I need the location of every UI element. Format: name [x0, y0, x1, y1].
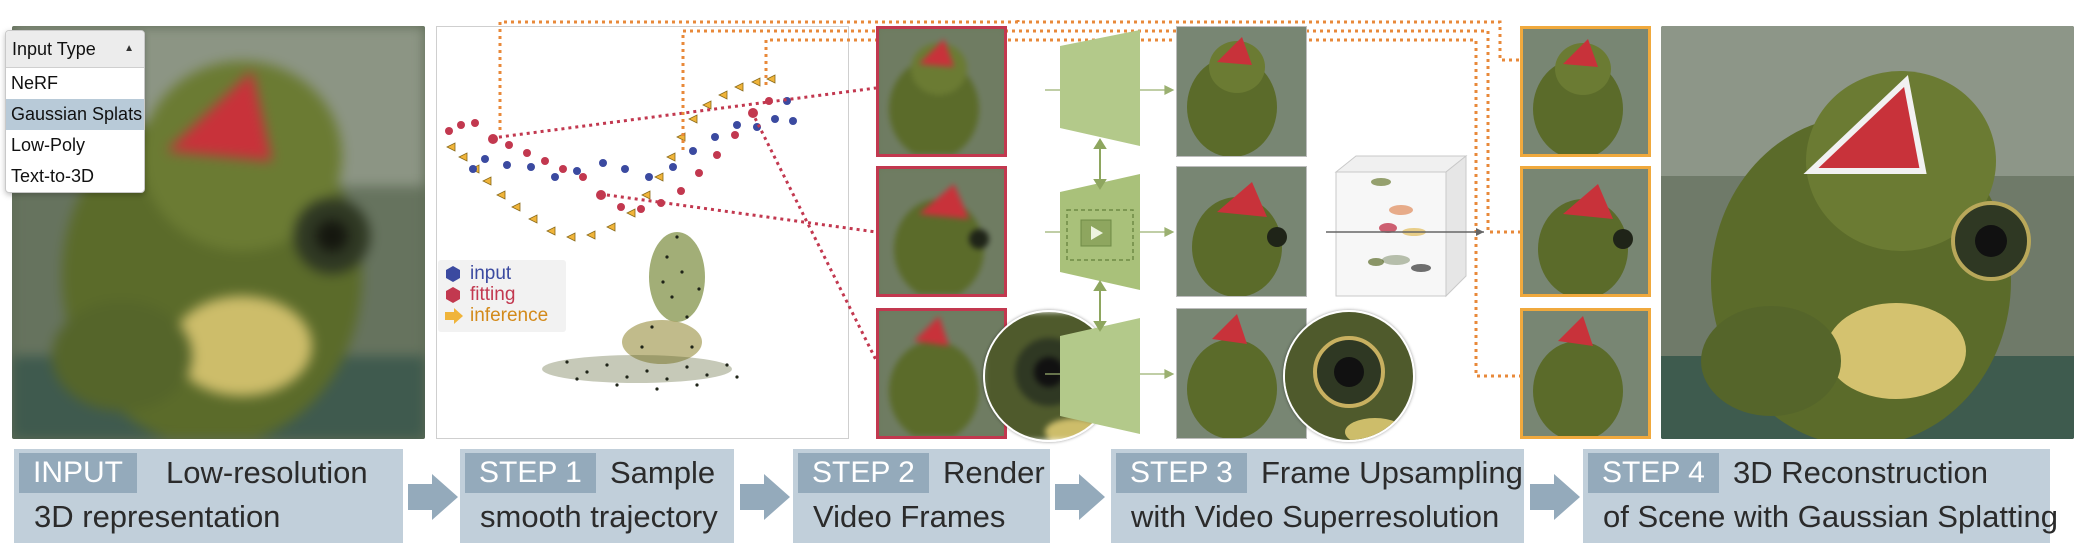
- video-superres-network: [1045, 30, 1175, 434]
- point-cloud: [542, 232, 732, 383]
- fitting-trajectory: [445, 97, 773, 213]
- arrow-right-icon: [1530, 474, 1580, 520]
- trajectory-panel: [436, 26, 849, 439]
- step-line1: Render: [943, 455, 1045, 490]
- step-line1: Sample: [610, 455, 716, 490]
- dropdown-option-nerf[interactable]: NeRF: [11, 73, 59, 93]
- dino-toy-sharp: [1661, 26, 2074, 439]
- step-line1: Low-resolution: [166, 455, 368, 490]
- arrow-right-icon: [1055, 474, 1105, 520]
- network-encoder-bottom: [1060, 318, 1140, 434]
- rendered-frame-1: [876, 26, 1007, 157]
- arrow-right-icon: [445, 308, 463, 324]
- zoom-highres-eye: [1283, 310, 1415, 442]
- step-tag: STEP 4: [1588, 453, 1719, 493]
- dropdown-option-gaussian-splats[interactable]: Gaussian Splats: [6, 99, 144, 130]
- reconstructed-frame-2: [1520, 166, 1651, 297]
- upsampled-frame-3: [1176, 308, 1307, 439]
- step-3: STEP 3 Frame Upsampling with Video Super…: [1111, 449, 1524, 543]
- step-tag: STEP 2: [798, 453, 929, 493]
- output-highres-image: [1661, 26, 2074, 439]
- step-line2: Video Frames: [813, 499, 1006, 534]
- dropdown-option-low-poly[interactable]: Low-Poly: [11, 135, 86, 155]
- arrow-right-icon: [408, 474, 458, 520]
- arrow-right-icon: [740, 474, 790, 520]
- step-line2: with Video Superresolution: [1131, 499, 1500, 534]
- upsampled-frame-2: [1176, 166, 1307, 297]
- step-line1: Frame Upsampling: [1261, 455, 1523, 490]
- step-input: INPUT Low-resolution 3D representation: [14, 449, 403, 543]
- step-line1: 3D Reconstruction: [1733, 455, 1989, 490]
- input-type-dropdown[interactable]: Input Type ▲ NeRF Gaussian Splats Low-Po…: [5, 30, 145, 193]
- inference-trajectory: [446, 74, 776, 242]
- step-line2: 3D representation: [34, 499, 281, 534]
- chevron-up-icon: ▲: [124, 43, 134, 54]
- network-encoder-top: [1060, 30, 1140, 146]
- step-tag: STEP 1: [465, 453, 596, 493]
- dropdown-header[interactable]: Input Type ▲: [6, 31, 144, 68]
- step-1: STEP 1 Sample smooth trajectory: [460, 449, 734, 543]
- trajectory-plot: [445, 74, 797, 391]
- step-tag: INPUT: [19, 453, 137, 493]
- gaussian-cube: [1326, 154, 1484, 298]
- upsampled-frame-1: [1176, 26, 1307, 157]
- step-line2: smooth trajectory: [480, 499, 718, 534]
- dropdown-label: Input Type: [12, 39, 96, 59]
- rendered-frame-2: [876, 166, 1007, 297]
- reconstructed-frame-3: [1520, 308, 1651, 439]
- hexagon-icon: [446, 287, 460, 303]
- step-tag: STEP 3: [1116, 453, 1247, 493]
- point-cloud-dots: [565, 235, 739, 391]
- step-line2: of Scene with Gaussian Splatting: [1603, 499, 2058, 534]
- reconstructed-frame-1: [1520, 26, 1651, 157]
- step-2: STEP 2 Render Video Frames: [793, 449, 1050, 543]
- hexagon-icon: [446, 266, 460, 282]
- trajectory-legend: input fitting inference: [438, 260, 566, 332]
- step-4: STEP 4 3D Reconstruction of Scene with G…: [1583, 449, 2058, 543]
- dropdown-option-text-to-3d[interactable]: Text-to-3D: [11, 166, 95, 186]
